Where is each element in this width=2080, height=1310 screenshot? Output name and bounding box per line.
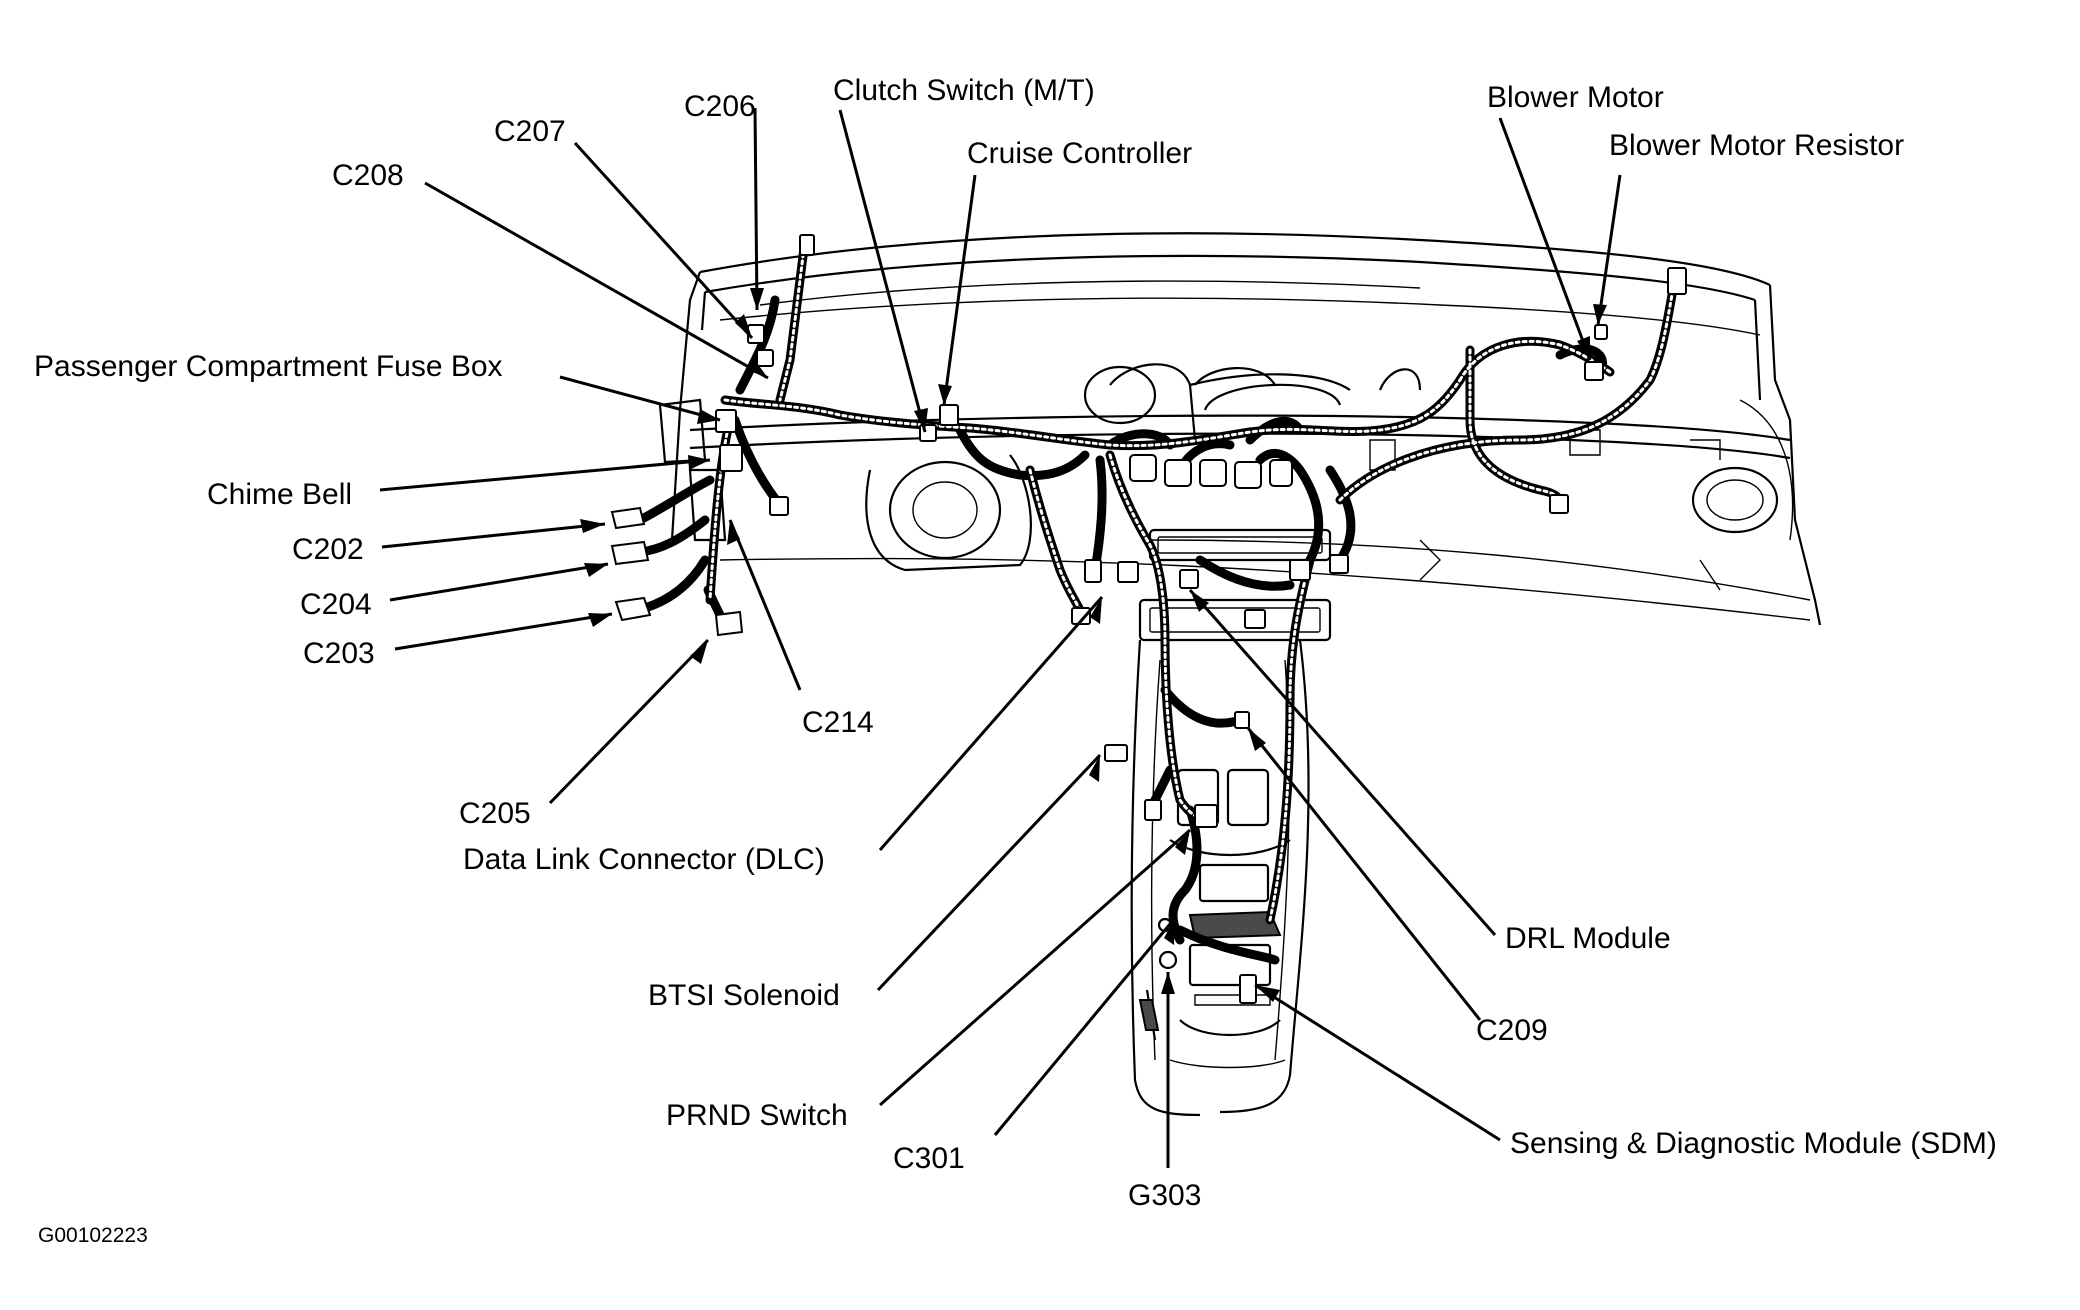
- label-prnd-switch: PRND Switch: [666, 1099, 848, 1132]
- label-c208: C208: [332, 159, 404, 192]
- leader-c207: [573, 141, 754, 340]
- label-drl-module: DRL Module: [1505, 922, 1671, 955]
- label-c214: C214: [802, 706, 874, 739]
- leader-c206: [753, 107, 759, 311]
- leader-c204: [389, 562, 609, 602]
- label-passenger-fuse-box: Passenger Compartment Fuse Box: [34, 350, 503, 383]
- figure-id: G00102223: [38, 1224, 148, 1247]
- label-btsi-solenoid: BTSI Solenoid: [648, 979, 840, 1012]
- leader-fuse-box: [559, 375, 721, 422]
- label-c301: C301: [893, 1142, 965, 1175]
- leader-sdm: [1254, 983, 1501, 1142]
- label-c204: C204: [300, 588, 372, 621]
- label-data-link-connector: Data Link Connector (DLC): [463, 843, 825, 876]
- label-blower-motor: Blower Motor: [1487, 81, 1664, 114]
- label-chime-bell: Chime Bell: [207, 478, 352, 511]
- label-c207: C207: [494, 115, 566, 148]
- label-c206: C206: [684, 90, 756, 123]
- leader-c202: [381, 522, 606, 549]
- instrument-panel-drawing: [658, 232, 1822, 642]
- label-g303: G303: [1128, 1179, 1201, 1212]
- label-blower-motor-resistor: Blower Motor Resistor: [1609, 129, 1904, 162]
- leader-c209: [1246, 727, 1482, 1021]
- leader-c214: [728, 519, 802, 691]
- leader-dlc: [878, 596, 1104, 851]
- label-c203: C203: [303, 637, 375, 670]
- label-c209: C209: [1476, 1014, 1548, 1047]
- leader-clutch: [838, 109, 927, 433]
- leader-lines: [379, 107, 1622, 1168]
- label-sdm: Sensing & Diagnostic Module (SDM): [1510, 1127, 1997, 1160]
- leader-c205: [548, 638, 710, 805]
- label-c202: C202: [292, 533, 364, 566]
- leader-blower: [1498, 117, 1592, 361]
- label-c205: C205: [459, 797, 531, 830]
- leader-c301: [993, 917, 1177, 1136]
- harness-connectors: [610, 234, 1687, 1004]
- leader-blower-resistor: [1596, 174, 1622, 326]
- leader-cruise: [942, 174, 977, 406]
- leader-btsi: [876, 753, 1102, 992]
- leader-arrowheads: [580, 288, 1607, 1002]
- leader-drl: [1188, 589, 1497, 936]
- label-cruise-controller: Cruise Controller: [967, 137, 1192, 170]
- leader-c208: [424, 181, 769, 380]
- callout-labels: C206 C207 C208 Passenger Compartment Fus…: [34, 74, 1997, 1247]
- leader-chime-bell: [379, 458, 711, 492]
- leader-c203: [394, 612, 613, 651]
- wiring-harness: [635, 235, 1680, 965]
- leader-prnd: [879, 828, 1191, 1107]
- label-clutch-switch: Clutch Switch (M/T): [833, 74, 1095, 107]
